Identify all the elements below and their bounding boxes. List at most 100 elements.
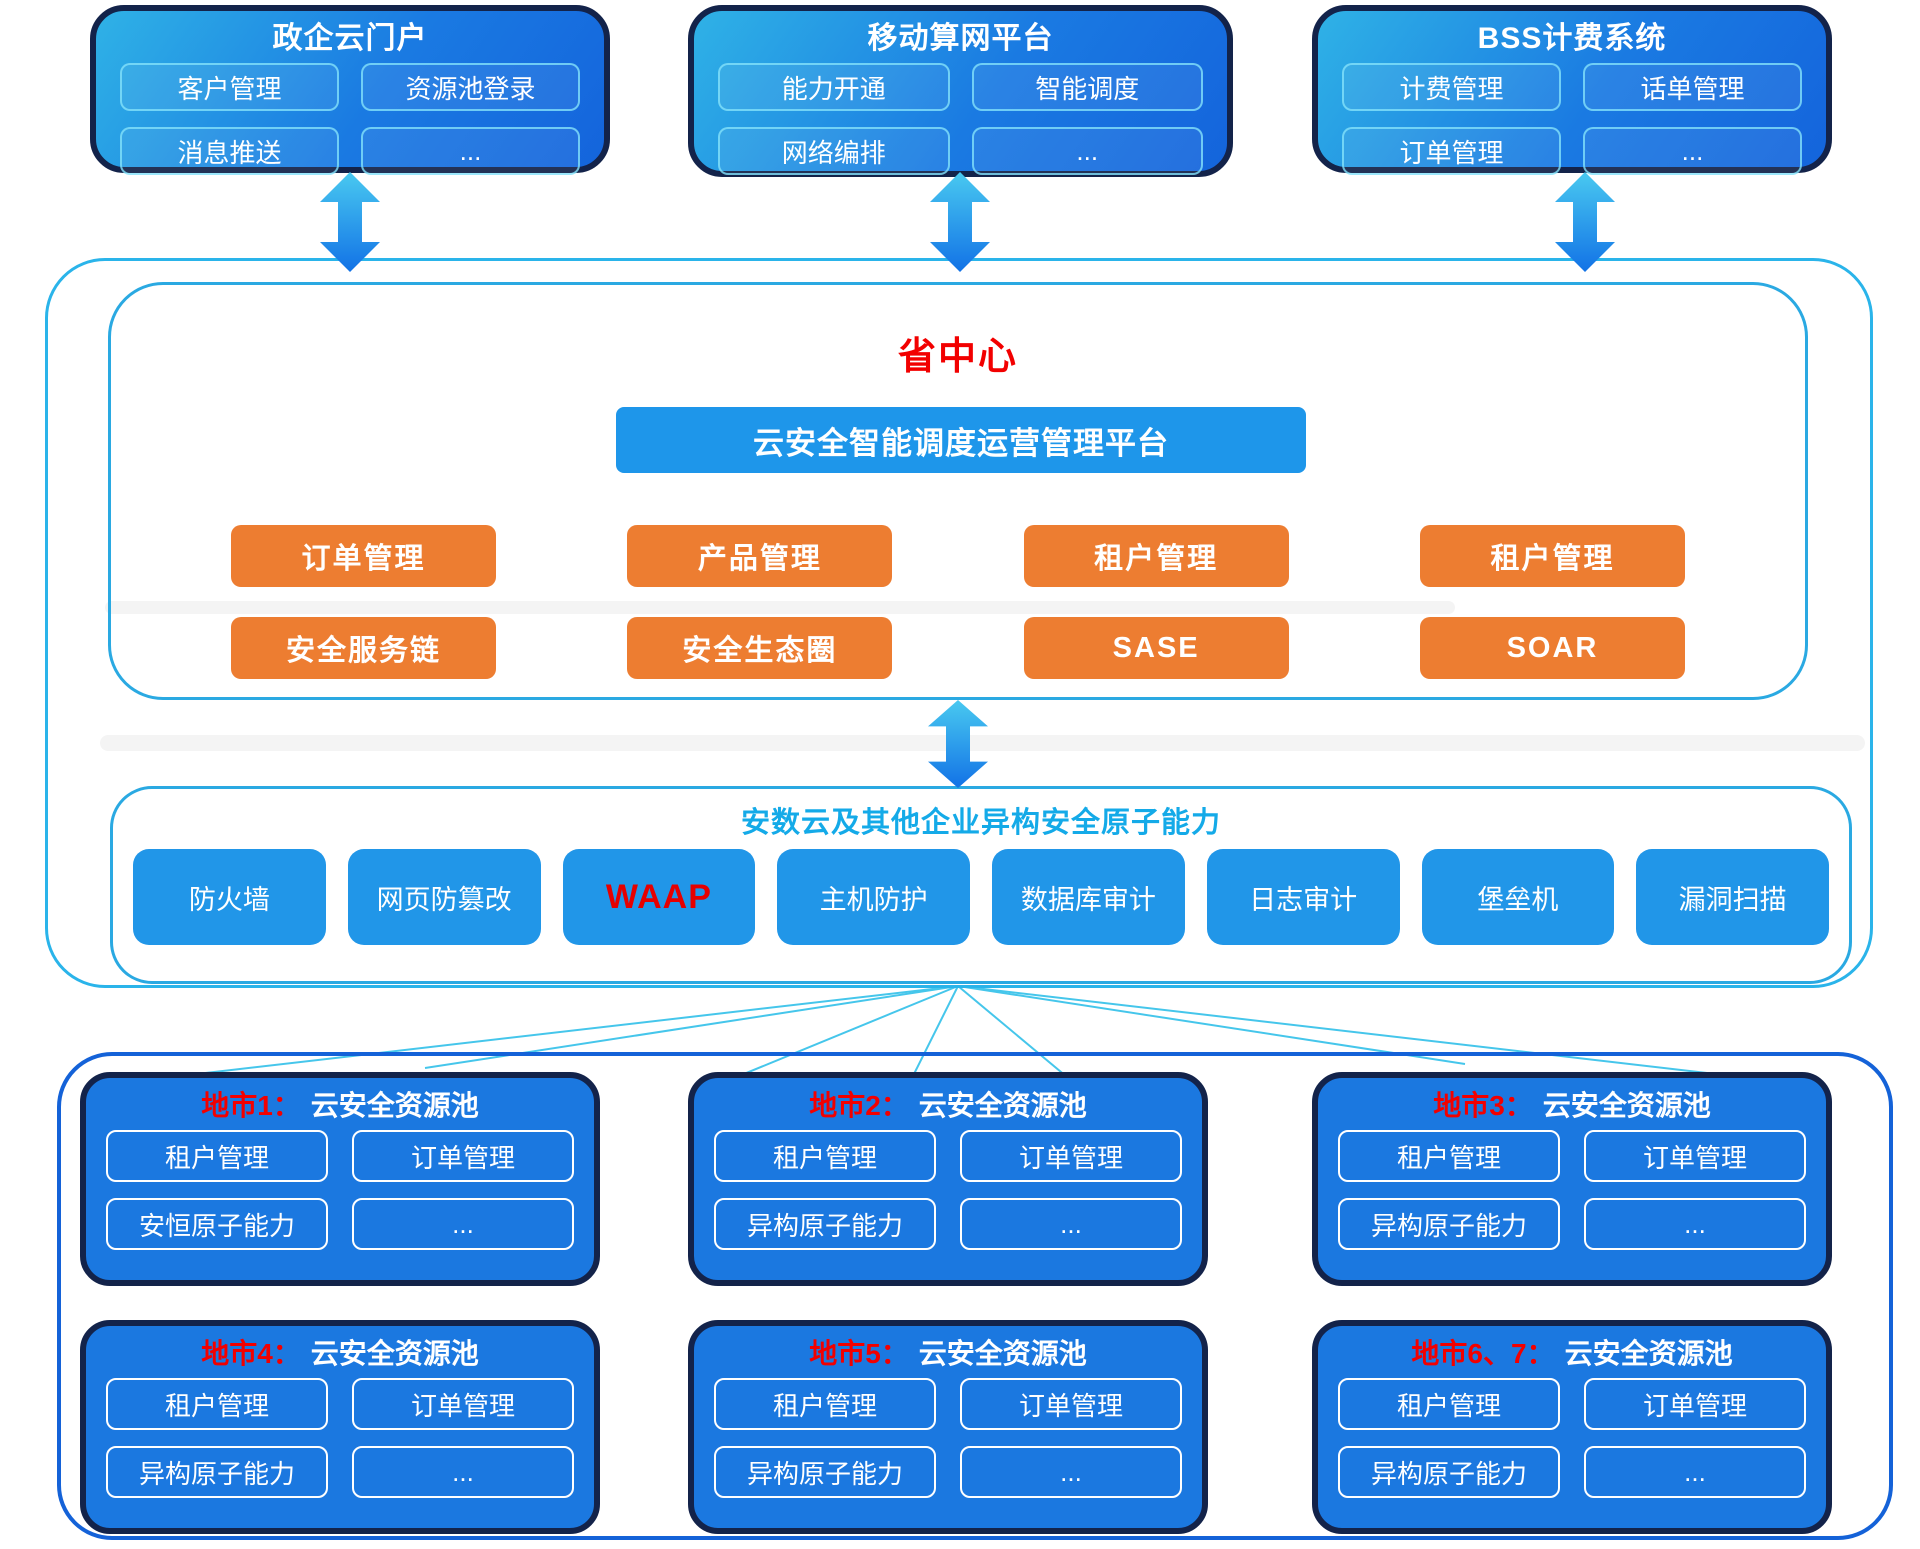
city-item: 租户管理 bbox=[714, 1130, 936, 1182]
system-title: BSS计费系统 bbox=[1477, 22, 1667, 55]
atomic-capabilities-title: 安数云及其他企业异构安全原子能力 bbox=[740, 807, 1221, 839]
city-item: 租户管理 bbox=[1338, 1130, 1560, 1182]
city-name: 地市6、7： bbox=[1411, 1338, 1555, 1369]
module-soar: SOAR bbox=[1419, 617, 1685, 679]
city-items: 租户管理 订单管理 异构原子能力 ... bbox=[106, 1378, 574, 1498]
city-item: 异构原子能力 bbox=[1338, 1446, 1560, 1498]
system-items: 能力开通 智能调度 网络编排 ... bbox=[718, 63, 1203, 175]
system-item: 网络编排 bbox=[718, 127, 950, 175]
system-box-mobile-compute-network: 移动算网平台 能力开通 智能调度 网络编排 ... bbox=[688, 5, 1233, 177]
system-title: 移动算网平台 bbox=[867, 22, 1054, 55]
system-box-bss-billing: BSS计费系统 计费管理 话单管理 订单管理 ... bbox=[1312, 5, 1832, 175]
city-item-more: ... bbox=[960, 1446, 1182, 1498]
capability-web-antitamper: 网页防篡改 bbox=[347, 849, 541, 945]
province-center-box: 省中心 云安全智能调度运营管理平台 订单管理 产品管理 租户管理 租户管理 安全… bbox=[108, 282, 1808, 700]
city-box-2: 地市2： 云安全资源池 租户管理 订单管理 异构原子能力 ... bbox=[688, 1072, 1208, 1286]
city-item-more: ... bbox=[1584, 1446, 1806, 1498]
system-title: 政企云门户 bbox=[272, 22, 428, 55]
faint-band bbox=[100, 735, 1865, 751]
module-row: 订单管理 产品管理 租户管理 租户管理 bbox=[231, 525, 1685, 587]
system-item: 智能调度 bbox=[971, 63, 1203, 111]
module-row: 安全服务链 安全生态圈 SASE SOAR bbox=[231, 617, 1685, 679]
city-item: 异构原子能力 bbox=[714, 1198, 936, 1250]
system-item: 计费管理 bbox=[1342, 63, 1561, 111]
city-item: 异构原子能力 bbox=[1338, 1198, 1560, 1250]
capability-firewall: 防火墙 bbox=[133, 849, 326, 945]
city-item-more: ... bbox=[352, 1446, 574, 1498]
module-security-ecosystem: 安全生态圈 bbox=[627, 617, 893, 679]
city-item: 安恒原子能力 bbox=[106, 1198, 328, 1250]
city-item: 订单管理 bbox=[1584, 1378, 1806, 1430]
city-item: 订单管理 bbox=[960, 1378, 1182, 1430]
double-arrow-icon bbox=[928, 700, 988, 788]
capability-vulnerability-scan: 漏洞扫描 bbox=[1636, 849, 1829, 945]
city-item: 订单管理 bbox=[352, 1130, 574, 1182]
city-item: 租户管理 bbox=[106, 1130, 328, 1182]
module-product-management: 产品管理 bbox=[627, 525, 893, 587]
cities-container bbox=[57, 1052, 1893, 1540]
city-item-more: ... bbox=[352, 1198, 574, 1250]
city-items: 租户管理 订单管理 异构原子能力 ... bbox=[714, 1130, 1182, 1250]
system-items: 计费管理 话单管理 订单管理 ... bbox=[1342, 63, 1802, 175]
city-item-more: ... bbox=[960, 1198, 1182, 1250]
system-item: 消息推送 bbox=[120, 127, 339, 175]
city-box-3: 地市3： 云安全资源池 租户管理 订单管理 异构原子能力 ... bbox=[1312, 1072, 1832, 1286]
city-name: 地市3： bbox=[1433, 1090, 1533, 1121]
city-item: 异构原子能力 bbox=[714, 1446, 936, 1498]
city-box-5: 地市5： 云安全资源池 租户管理 订单管理 异构原子能力 ... bbox=[688, 1320, 1208, 1534]
capability-waap: WAAP bbox=[562, 849, 756, 945]
city-pool-label: 云安全资源池 bbox=[918, 1338, 1087, 1369]
system-item-more: ... bbox=[971, 127, 1203, 175]
system-item: 资源池登录 bbox=[361, 63, 580, 111]
city-pool-label: 云安全资源池 bbox=[310, 1338, 479, 1369]
city-name: 地市1： bbox=[201, 1090, 301, 1121]
city-items: 租户管理 订单管理 异构原子能力 ... bbox=[1338, 1378, 1806, 1498]
module-tenant-management: 租户管理 bbox=[1023, 525, 1289, 587]
system-item-more: ... bbox=[361, 127, 580, 175]
city-items: 租户管理 订单管理 异构原子能力 ... bbox=[714, 1378, 1182, 1498]
city-name: 地市4： bbox=[201, 1338, 301, 1369]
system-item: 话单管理 bbox=[1583, 63, 1802, 111]
city-pool-label: 云安全资源池 bbox=[918, 1090, 1087, 1121]
module-order-management: 订单管理 bbox=[231, 525, 496, 587]
city-item: 租户管理 bbox=[714, 1378, 936, 1430]
city-item: 租户管理 bbox=[106, 1378, 328, 1430]
double-arrow-icon bbox=[930, 172, 990, 272]
system-items: 客户管理 资源池登录 消息推送 ... bbox=[120, 63, 580, 175]
module-security-service-chain: 安全服务链 bbox=[231, 617, 496, 679]
system-item: 能力开通 bbox=[718, 63, 950, 111]
city-box-6-7: 地市6、7： 云安全资源池 租户管理 订单管理 异构原子能力 ... bbox=[1312, 1320, 1832, 1534]
city-pool-label: 云安全资源池 bbox=[1542, 1090, 1711, 1121]
city-name: 地市2： bbox=[809, 1090, 909, 1121]
city-title: 地市3： 云安全资源池 bbox=[1338, 1084, 1806, 1128]
city-pool-label: 云安全资源池 bbox=[1564, 1338, 1733, 1369]
city-title: 地市2： 云安全资源池 bbox=[714, 1084, 1182, 1128]
module-sase: SASE bbox=[1023, 617, 1289, 679]
system-box-gov-cloud-portal: 政企云门户 客户管理 资源池登录 消息推送 ... bbox=[90, 5, 610, 175]
system-item: 订单管理 bbox=[1342, 127, 1561, 175]
city-item: 订单管理 bbox=[1584, 1130, 1806, 1182]
city-title: 地市1：云安全资源池 bbox=[106, 1084, 574, 1128]
cloud-security-platform-banner: 云安全智能调度运营管理平台 bbox=[616, 407, 1306, 473]
city-name: 地市5： bbox=[809, 1338, 909, 1369]
system-item: 客户管理 bbox=[120, 63, 339, 111]
capability-host-protection: 主机防护 bbox=[777, 849, 970, 945]
city-items: 租户管理 订单管理 安恒原子能力 ... bbox=[106, 1130, 574, 1250]
city-title: 地市4： 云安全资源池 bbox=[106, 1332, 574, 1376]
city-box-4: 地市4： 云安全资源池 租户管理 订单管理 异构原子能力 ... bbox=[80, 1320, 600, 1534]
city-item-more: ... bbox=[1584, 1198, 1806, 1250]
capability-database-audit: 数据库审计 bbox=[992, 849, 1185, 945]
city-title: 地市6、7： 云安全资源池 bbox=[1338, 1332, 1806, 1376]
system-item-more: ... bbox=[1583, 127, 1802, 175]
capability-row: 防火墙 网页防篡改 WAAP 主机防护 数据库审计 日志审计 堡垒机 漏洞扫描 bbox=[133, 849, 1829, 945]
city-item: 订单管理 bbox=[352, 1378, 574, 1430]
city-item: 异构原子能力 bbox=[106, 1446, 328, 1498]
city-item: 租户管理 bbox=[1338, 1378, 1560, 1430]
atomic-capabilities-box: 安数云及其他企业异构安全原子能力 防火墙 网页防篡改 WAAP 主机防护 数据库… bbox=[110, 786, 1852, 984]
faint-band bbox=[105, 601, 1455, 614]
capability-log-audit: 日志审计 bbox=[1206, 849, 1400, 945]
city-item: 订单管理 bbox=[960, 1130, 1182, 1182]
province-modules: 订单管理 产品管理 租户管理 租户管理 安全服务链 安全生态圈 SASE SOA… bbox=[231, 525, 1685, 679]
city-title: 地市5： 云安全资源池 bbox=[714, 1332, 1182, 1376]
